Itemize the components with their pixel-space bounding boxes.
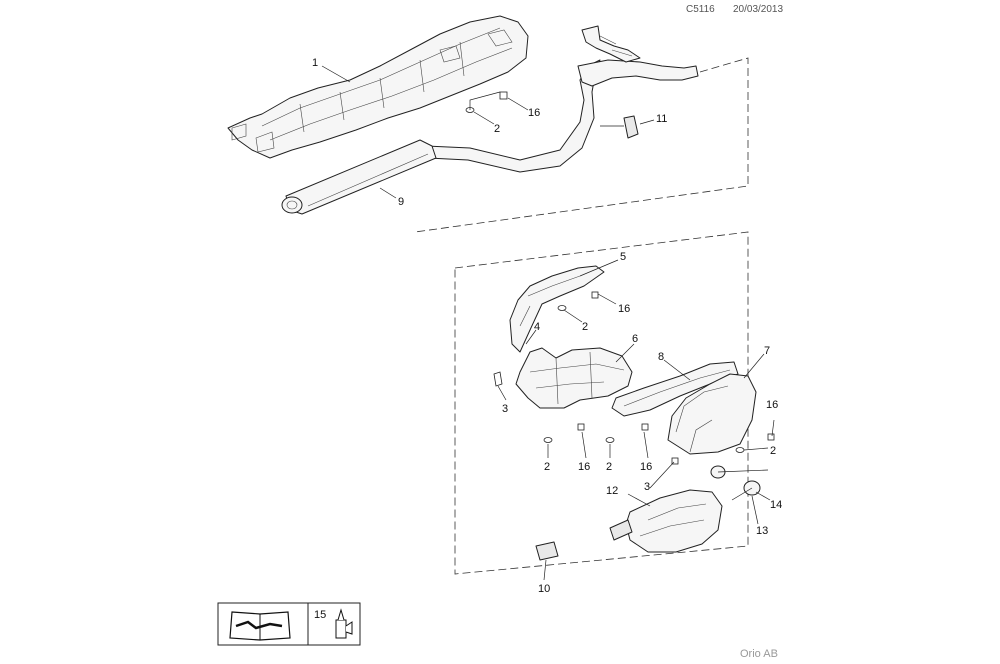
rear-silencer-12[interactable] [609, 489, 723, 553]
callout-16-upper: 16 [528, 107, 540, 119]
diagram-date: 20/03/2013 [733, 4, 784, 15]
callout-5: 5 [620, 251, 626, 263]
callout-7: 7 [764, 345, 770, 357]
heat-shield-5[interactable] [509, 265, 605, 353]
callout-2-e: 2 [606, 461, 612, 473]
callout-16-d: 16 [578, 461, 590, 473]
callout-11: 11 [656, 113, 667, 125]
footer-brand: Orio AB [740, 648, 778, 660]
upper-group-boundary [414, 57, 749, 233]
callout-16-c: 16 [766, 399, 778, 411]
callout-2-b: 2 [582, 321, 588, 333]
callout-9: 9 [398, 196, 404, 208]
callout-2-d: 2 [544, 461, 550, 473]
callout-2-upper: 2 [494, 123, 500, 135]
callout-14: 14 [770, 499, 782, 511]
callout-16-b: 16 [618, 303, 630, 315]
clamp-13-14[interactable] [710, 465, 769, 501]
rubber-mount-11[interactable] [600, 115, 639, 139]
rubber-mount-10[interactable] [535, 541, 559, 561]
callout-6: 6 [632, 333, 638, 345]
callout-12: 12 [606, 485, 618, 497]
lower-group-boundary [454, 231, 749, 575]
callout-3-b: 3 [644, 481, 650, 493]
callout-1: 1 [312, 57, 318, 69]
leader-lines [321, 65, 775, 581]
callouts: 1 2 16 11 9 5 16 2 4 6 8 7 3 16 2 2 16 2… [312, 57, 782, 595]
workshop-manual-icon [229, 611, 291, 641]
callout-3-a: 3 [502, 403, 508, 415]
callout-13: 13 [756, 525, 768, 537]
hardware-lower [493, 291, 775, 465]
callout-2-c: 2 [770, 445, 776, 457]
callout-16-e: 16 [640, 461, 652, 473]
heat-shield-6[interactable] [515, 347, 633, 409]
sealant-tube-icon [335, 608, 353, 639]
hw-leader-upper [469, 91, 501, 110]
front-silencer-pipe[interactable] [281, 25, 699, 215]
diagram-code: C5116 [686, 4, 715, 15]
callout-4: 4 [534, 321, 540, 333]
heat-shield-7[interactable] [667, 373, 757, 455]
clip-upper [499, 91, 508, 100]
heat-shield-main[interactable] [227, 15, 529, 159]
legend-item-number: 15 [314, 609, 326, 621]
callout-8: 8 [658, 351, 664, 363]
legend-box: 15 [217, 602, 361, 646]
callout-10: 10 [538, 583, 550, 595]
